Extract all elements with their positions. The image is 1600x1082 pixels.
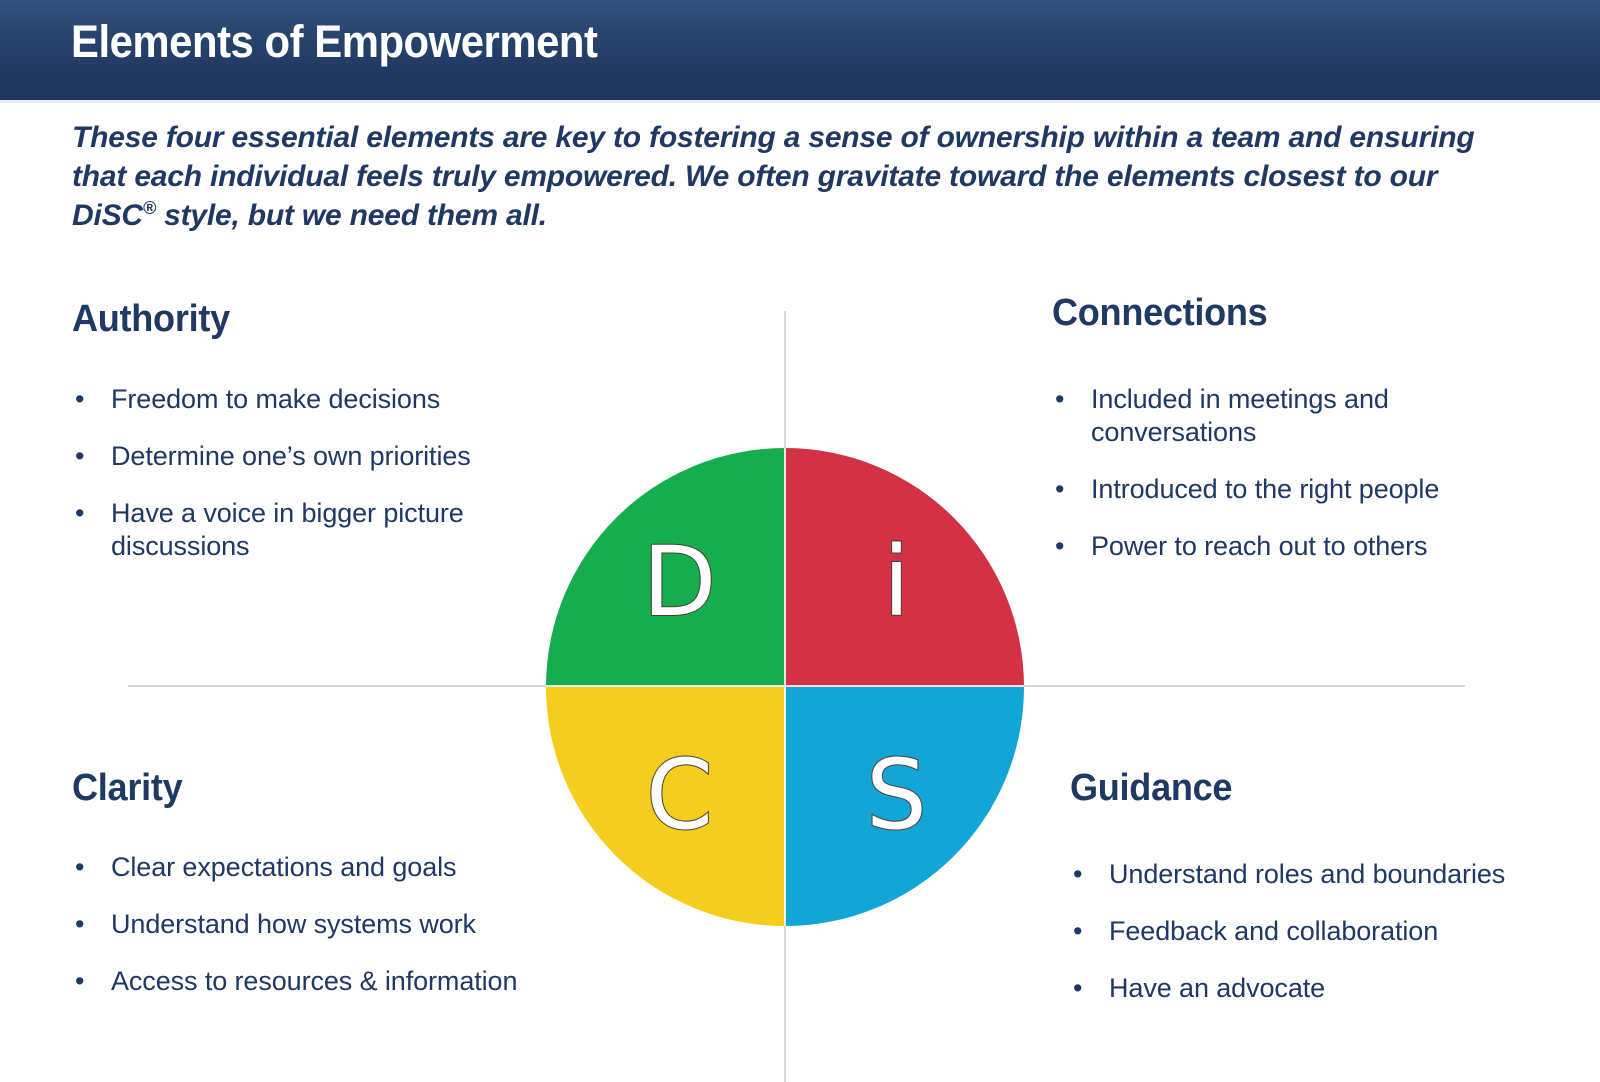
list-item: • Understand how systems work <box>72 908 592 941</box>
disc-quadrant-d[interactable]: D <box>546 448 785 687</box>
heading-clarity: Clarity <box>72 767 183 809</box>
list-item-label: Freedom to make decisions <box>111 384 441 414</box>
bullet-dot-icon: • <box>75 498 85 528</box>
disc-letter-s: S <box>865 738 928 851</box>
bullet-list-clarity: • Clear expectations and goals • Underst… <box>72 851 592 998</box>
registered-trademark-icon: ® <box>142 198 156 218</box>
page-title: Elements of Empowerment <box>71 16 598 67</box>
block-guidance: Guidance • Understand roles and boundari… <box>1070 767 1540 1029</box>
bullet-dot-icon: • <box>1073 916 1083 946</box>
bullet-dot-icon: • <box>75 852 85 882</box>
bullet-list-connections: • Included in meetings and conversations… <box>1052 383 1522 563</box>
list-item: • Freedom to make decisions <box>72 383 592 416</box>
bullet-dot-icon: • <box>1073 859 1083 889</box>
list-item-label: Feedback and collaboration <box>1109 916 1439 946</box>
block-clarity: Clarity • Clear expectations and goals •… <box>72 767 592 1022</box>
intro-line-2: that each individual feels truly empower… <box>72 160 1438 193</box>
list-item-label: Clear expectations and goals <box>111 852 457 882</box>
heading-connections: Connections <box>1052 292 1268 334</box>
bullet-dot-icon: • <box>1055 474 1065 504</box>
list-item-label: Understand roles and boundaries <box>1109 859 1506 889</box>
block-authority: Authority • Freedom to make decisions • … <box>72 298 592 587</box>
list-item-label: Access to resources & information <box>111 966 518 996</box>
intro-line-3-suffix: style, but we need them all. <box>155 199 547 232</box>
bullet-dot-icon: • <box>1073 973 1083 1003</box>
intro-paragraph: These four essential elements are key to… <box>72 118 1524 235</box>
bullet-dot-icon: • <box>75 966 85 996</box>
list-item: • Power to reach out to others <box>1052 530 1522 563</box>
disc-letter-c: C <box>645 738 714 851</box>
disc-quadrant-s[interactable]: S <box>785 687 1024 926</box>
list-item-label: Determine one’s own priorities <box>111 441 471 471</box>
header-band <box>0 0 1600 100</box>
list-item: • Determine one’s own priorities <box>72 440 592 473</box>
bullet-dot-icon: • <box>1055 384 1065 414</box>
intro-disc-label: DiSC <box>72 199 143 232</box>
block-connections: Connections • Included in meetings and c… <box>1052 292 1522 587</box>
disc-split-vertical <box>784 448 786 926</box>
heading-authority: Authority <box>72 298 230 340</box>
list-item-label: Included in meetings and conversations <box>1091 384 1389 447</box>
bullet-dot-icon: • <box>75 441 85 471</box>
bullet-list-authority: • Freedom to make decisions • Determine … <box>72 383 592 563</box>
disc-split-horizontal <box>546 685 1024 687</box>
list-item: • Understand roles and boundaries <box>1070 858 1540 891</box>
list-item: • Feedback and collaboration <box>1070 915 1540 948</box>
bullet-dot-icon: • <box>75 909 85 939</box>
bullet-dot-icon: • <box>1055 531 1065 561</box>
disc-circle-diagram: D i C S <box>546 448 1024 926</box>
list-item: • Included in meetings and conversations <box>1052 383 1522 449</box>
bullet-list-guidance: • Understand roles and boundaries • Feed… <box>1070 858 1540 1005</box>
disc-letter-d: D <box>642 525 718 638</box>
list-item-label: Have a voice in bigger picture discussio… <box>111 498 464 561</box>
intro-line-1: These four essential elements are key to… <box>72 121 1475 154</box>
list-item-label: Power to reach out to others <box>1091 531 1428 561</box>
disc-quadrant-i[interactable]: i <box>785 448 1024 687</box>
heading-guidance: Guidance <box>1070 767 1233 809</box>
list-item-label: Introduced to the right people <box>1091 474 1440 504</box>
disc-quadrant-c[interactable]: C <box>546 687 785 926</box>
header-underline <box>0 100 1600 103</box>
list-item-label: Have an advocate <box>1109 973 1326 1003</box>
list-item: • Introduced to the right people <box>1052 473 1522 506</box>
list-item: • Access to resources & information <box>72 965 592 998</box>
list-item: • Have a voice in bigger picture discuss… <box>72 497 592 563</box>
disc-letter-i: i <box>882 525 911 638</box>
bullet-dot-icon: • <box>75 384 85 414</box>
list-item-label: Understand how systems work <box>111 909 476 939</box>
list-item: • Clear expectations and goals <box>72 851 592 884</box>
list-item: • Have an advocate <box>1070 972 1540 1005</box>
